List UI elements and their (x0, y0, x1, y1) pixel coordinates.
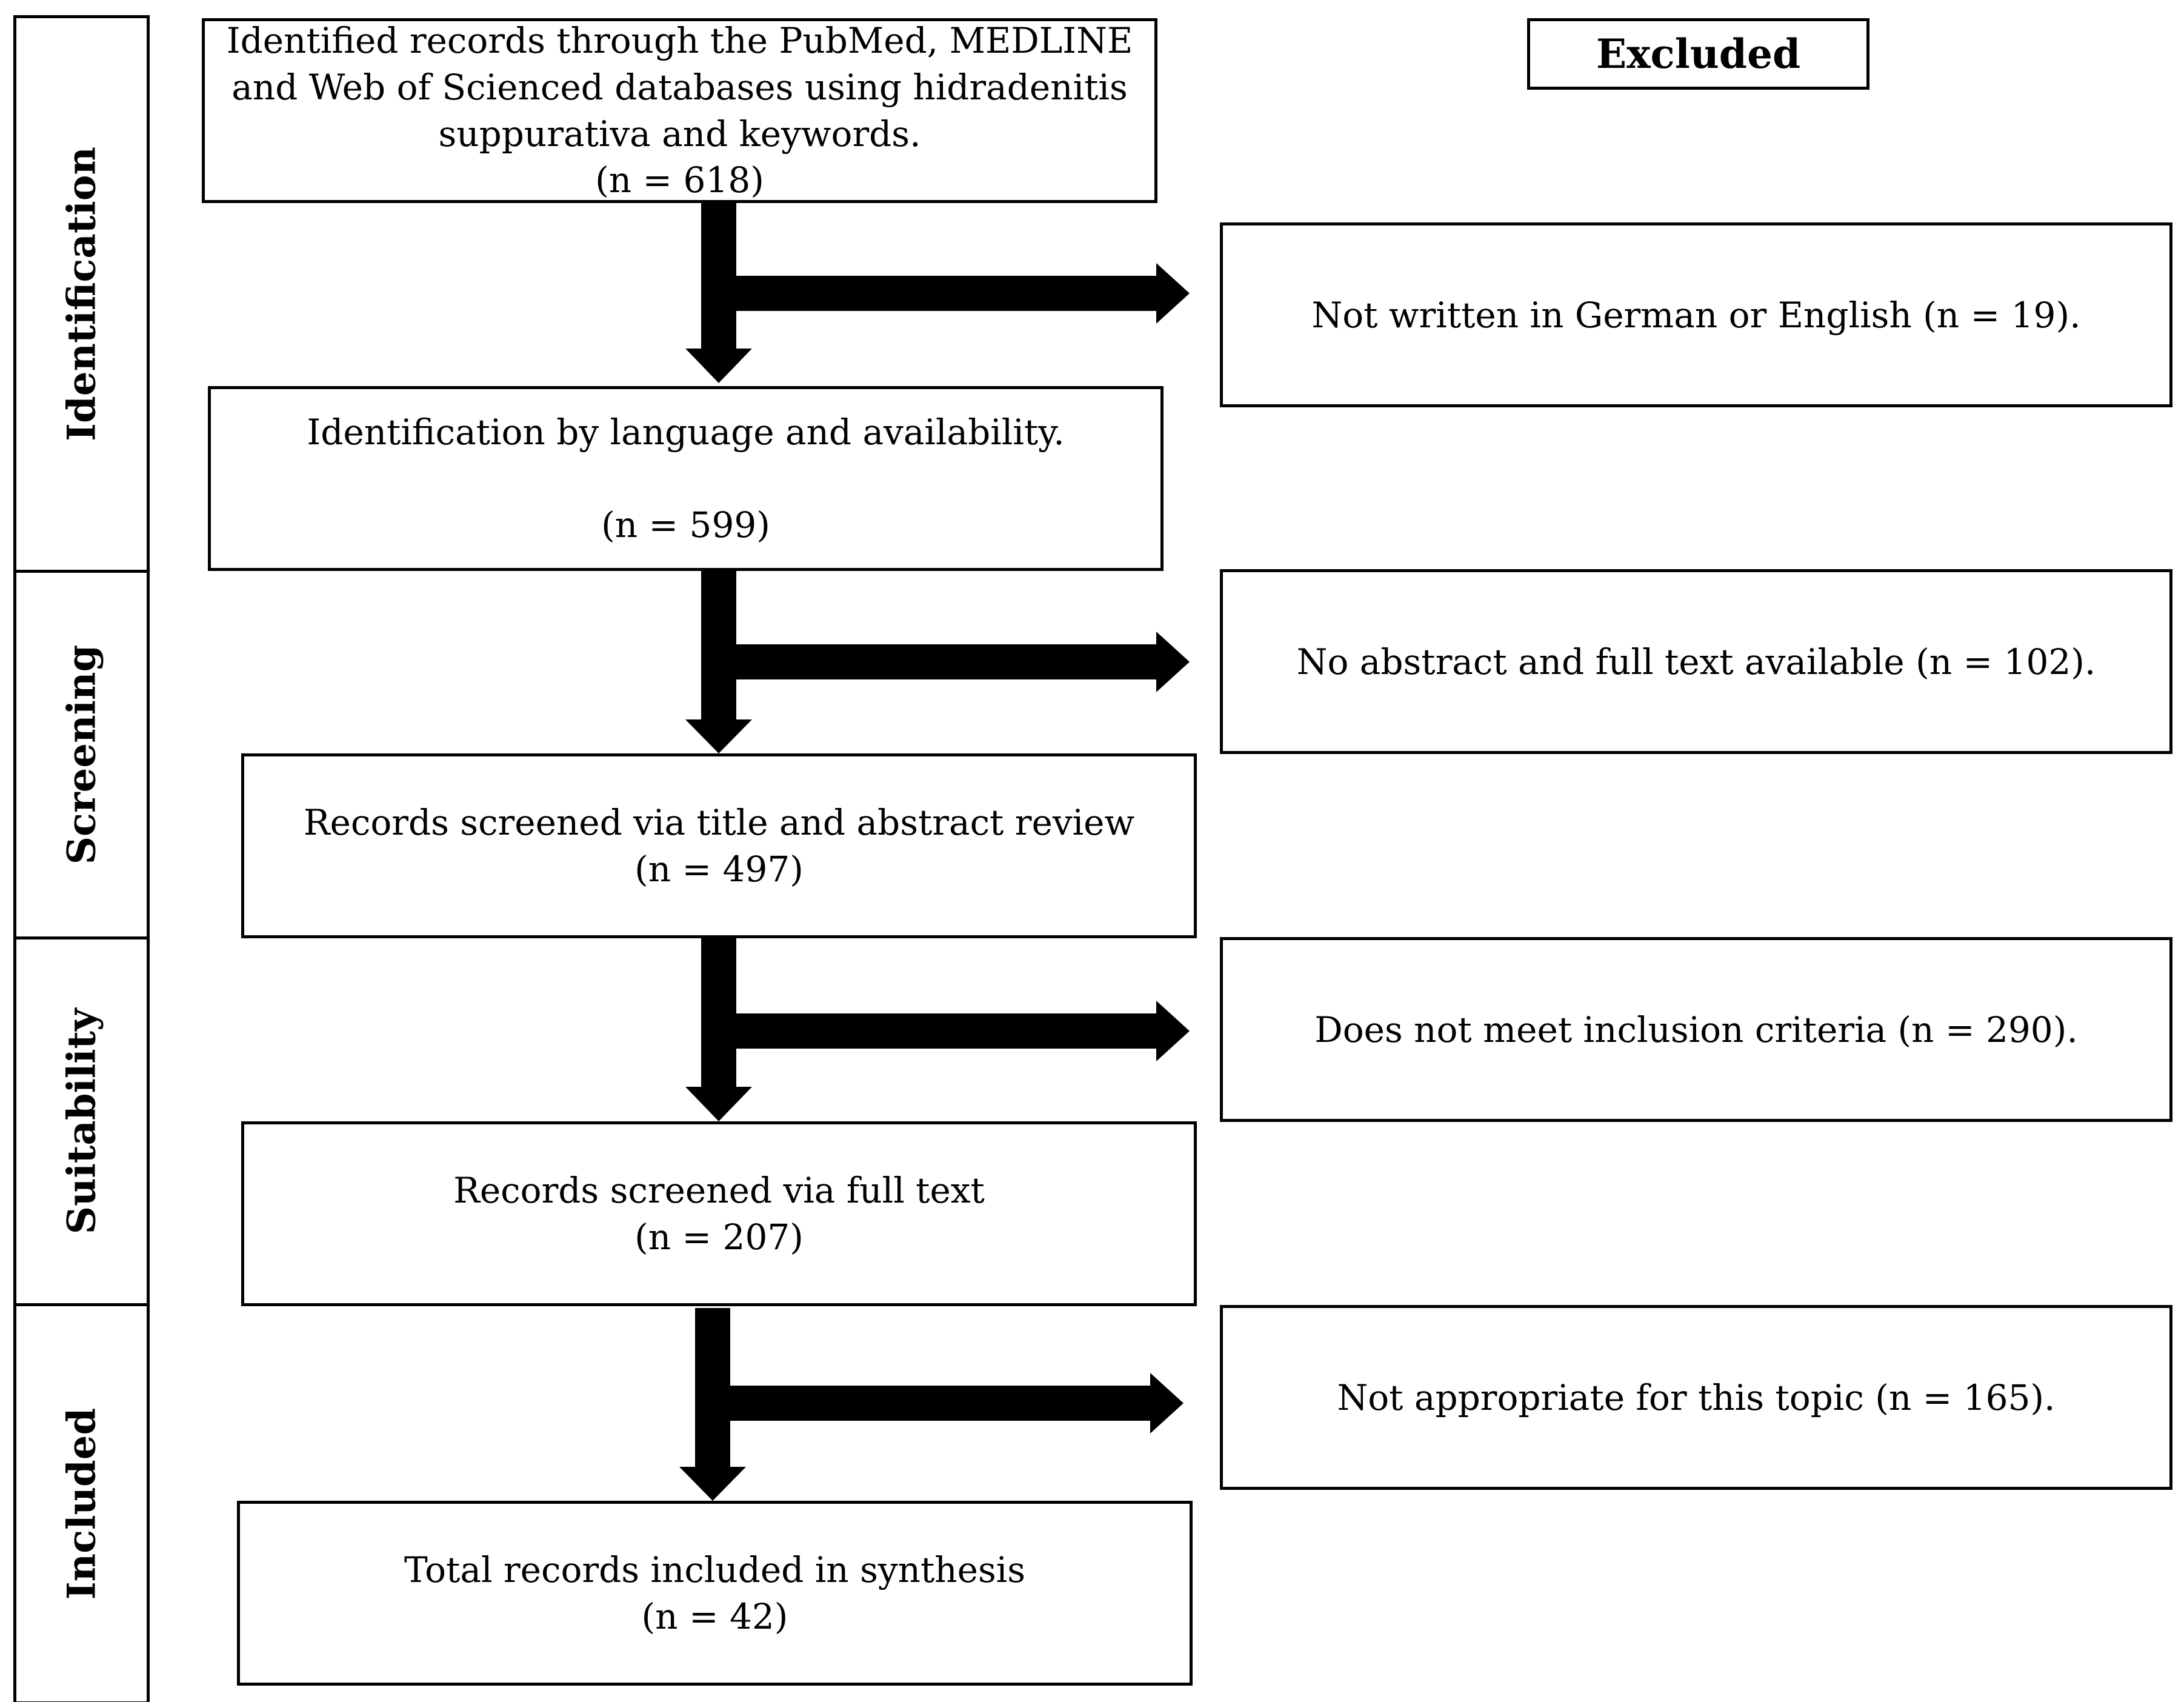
flow-box-5-line-1: Total records included in synthesis (404, 1549, 1026, 1590)
flow-box-3-line-1: Records screened via title and abstract … (303, 801, 1135, 843)
arrow-set-4 (679, 1308, 1184, 1501)
stage-screening: Screening (13, 570, 150, 939)
arrow-right-4-shaft (730, 1386, 1151, 1421)
flow-box-5-count: (n = 42) (641, 1595, 788, 1637)
flow-box-1-line-3: suppurativa and keywords. (438, 113, 921, 155)
flow-box-language-availability: Identification by language and availabil… (208, 386, 1164, 571)
flow-box-2-count: (n = 599) (601, 504, 770, 546)
flow-box-3-count: (n = 497) (634, 848, 804, 890)
arrow-down-3-shaft (701, 938, 736, 1087)
arrow-down-3-head (685, 1087, 752, 1121)
flow-box-1-line-1: Identified records through the PubMed, M… (226, 20, 1133, 62)
arrow-down-2-shaft (701, 571, 736, 719)
flow-box-4-count: (n = 207) (634, 1216, 804, 1258)
arrow-right-1-shaft (736, 276, 1157, 311)
flow-box-4-line-1: Records screened via full text (453, 1169, 985, 1211)
excluded-box-language: Not written in German or English (n = 19… (1220, 222, 2172, 407)
arrow-right-3-shaft (736, 1013, 1157, 1049)
arrow-down-2-head (685, 719, 752, 753)
excluded-box-not-appropriate: Not appropriate for this topic (n = 165)… (1220, 1305, 2172, 1490)
flow-box-1-line-2: and Web of Scienced databases using hidr… (231, 66, 1128, 108)
arrow-right-1-head (1156, 263, 1190, 324)
arrow-down-1-shaft (701, 203, 736, 349)
flow-box-1-count: (n = 618) (595, 159, 764, 201)
arrow-down-4-head (679, 1467, 746, 1501)
stage-included: Included (13, 1303, 150, 1702)
arrow-down-4-shaft (695, 1308, 730, 1467)
flow-box-identified-records: Identified records through the PubMed, M… (202, 18, 1157, 203)
arrow-right-3-head (1156, 1001, 1190, 1061)
arrow-right-2-head (1156, 632, 1190, 692)
arrow-set-2 (685, 571, 1190, 753)
arrow-right-2-shaft (736, 644, 1157, 679)
excluded-box-inclusion-criteria: Does not meet inclusion criteria (n = 29… (1220, 937, 2172, 1122)
arrow-set-3 (685, 938, 1190, 1121)
arrow-down-1-head (685, 349, 752, 383)
excluded-box-no-abstract: No abstract and full text available (n =… (1220, 569, 2172, 754)
flow-box-full-text: Records screened via full text (n = 207) (241, 1121, 1197, 1306)
stage-identification: Identification (13, 15, 150, 573)
excluded-header: Excluded (1527, 18, 1869, 90)
arrow-right-4-head (1150, 1373, 1184, 1433)
arrow-set-1 (685, 203, 1190, 383)
flow-box-2-line-1: Identification by language and availabil… (307, 411, 1065, 453)
flow-box-included-synthesis: Total records included in synthesis (n =… (237, 1501, 1193, 1686)
flow-box-title-abstract-review: Records screened via title and abstract … (241, 753, 1197, 938)
